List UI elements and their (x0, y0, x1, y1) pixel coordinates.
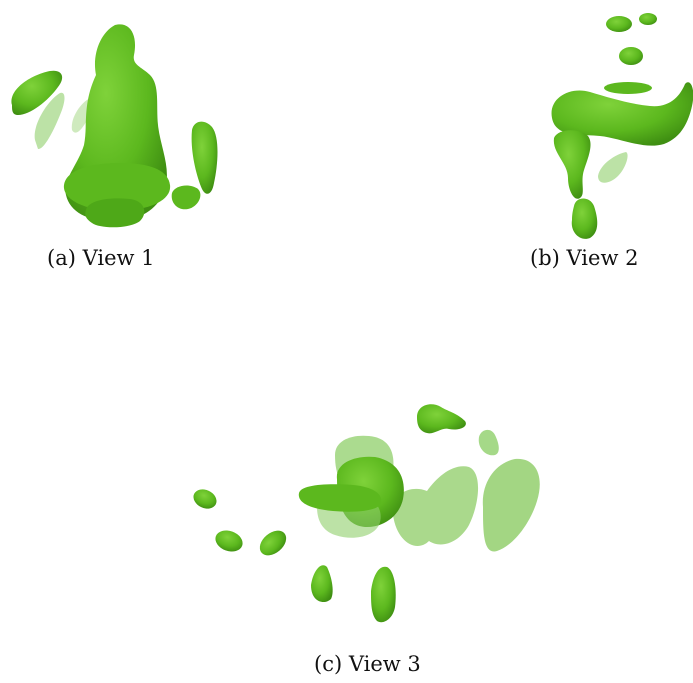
blob-translucent (392, 466, 479, 546)
isosurface-render-view-3 (193, 404, 540, 623)
blob (571, 198, 598, 239)
isosurface-render-view-1 (11, 24, 218, 228)
subfigure-caption-view-2: (b) View 2 (530, 246, 639, 270)
blob (604, 82, 652, 94)
blob-translucent (478, 429, 499, 456)
blob (417, 404, 466, 434)
blob (553, 130, 591, 199)
blob (259, 530, 287, 556)
blob (11, 70, 63, 115)
blob (85, 198, 145, 228)
blob (311, 565, 333, 603)
blob (619, 47, 643, 65)
subfigure-caption-view-1: (a) View 1 (47, 246, 155, 270)
blob (606, 16, 632, 32)
subfigure-view-2-image (540, 8, 693, 243)
blob (191, 121, 218, 194)
blob (551, 82, 693, 146)
blob (63, 163, 171, 212)
blob-translucent (482, 458, 540, 552)
blob (171, 185, 201, 210)
isosurface-render-view-2 (551, 13, 693, 239)
blob-translucent (598, 152, 628, 183)
subfigure-view-3-image (185, 395, 550, 630)
blob (298, 484, 382, 512)
subfigure-caption-view-3: (c) View 3 (314, 652, 421, 676)
blob (639, 13, 657, 25)
blob (371, 566, 396, 623)
subfigure-view-1-image (0, 15, 230, 235)
blob (215, 530, 243, 552)
blob (193, 489, 217, 509)
blob-translucent (34, 92, 65, 150)
